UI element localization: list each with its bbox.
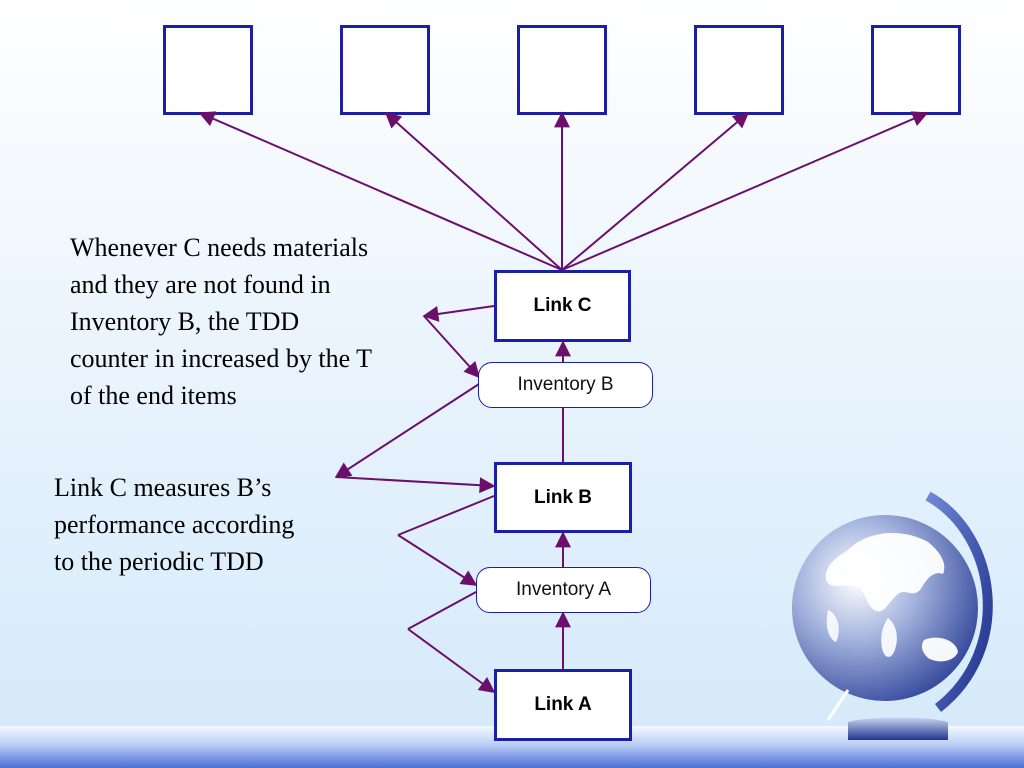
- note-tdd-counter-line-4: counter in increased by the T: [70, 344, 373, 373]
- arrow-bend-to-link-a: [407, 628, 496, 693]
- node-inventory-b: Inventory B: [478, 362, 653, 408]
- note-performance-line-1: Link C measures B’s: [54, 473, 272, 502]
- node-link-a: Link A: [494, 669, 632, 741]
- end-item-box-1: [163, 25, 253, 115]
- note-performance: Link C measures B’s performance accordin…: [54, 469, 294, 580]
- end-item-box-4: [694, 25, 784, 115]
- note-performance-line-2: performance according: [54, 510, 295, 539]
- arrow-c-to-box-1: [198, 111, 563, 271]
- arrow-bend-to-inv-a: [397, 534, 478, 586]
- arrow-inv-a-to-bend: [407, 591, 477, 630]
- arrow-note-2-to-link-b: [335, 476, 496, 494]
- end-item-box-3: [517, 25, 607, 115]
- note-tdd-counter-line-3: Inventory B, the TDD: [70, 307, 300, 336]
- arrow-note-to-inv-b: [423, 315, 481, 379]
- node-inventory-a-label: Inventory A: [515, 579, 612, 600]
- node-link-a-label: Link A: [534, 694, 592, 715]
- arrow-c-to-box-4: [561, 111, 750, 271]
- note-tdd-counter-line-1: Whenever C needs materials: [70, 233, 369, 262]
- note-performance-line-3: to the periodic TDD: [54, 547, 264, 576]
- arrow-c-to-box-5: [561, 111, 929, 271]
- node-inventory-b-label: Inventory B: [517, 374, 614, 395]
- node-link-b: Link B: [494, 462, 632, 533]
- arrow-inv-b-to-note-2: [334, 383, 480, 478]
- node-link-b-label: Link B: [533, 486, 593, 508]
- note-tdd-counter-line-5: of the end items: [70, 381, 237, 410]
- arrow-link-b-to-bend: [397, 495, 495, 536]
- arrow-c-to-box-2: [384, 111, 563, 271]
- node-inventory-a: Inventory A: [476, 567, 651, 613]
- arrow-link-c-to-note: [422, 305, 495, 322]
- node-link-c-label: Link C: [533, 295, 592, 316]
- node-link-c: Link C: [494, 270, 631, 342]
- note-tdd-counter-line-2: and they are not found in: [70, 270, 331, 299]
- note-tdd-counter: Whenever C needs materials and they are …: [70, 229, 372, 414]
- globe-icon: [792, 491, 993, 740]
